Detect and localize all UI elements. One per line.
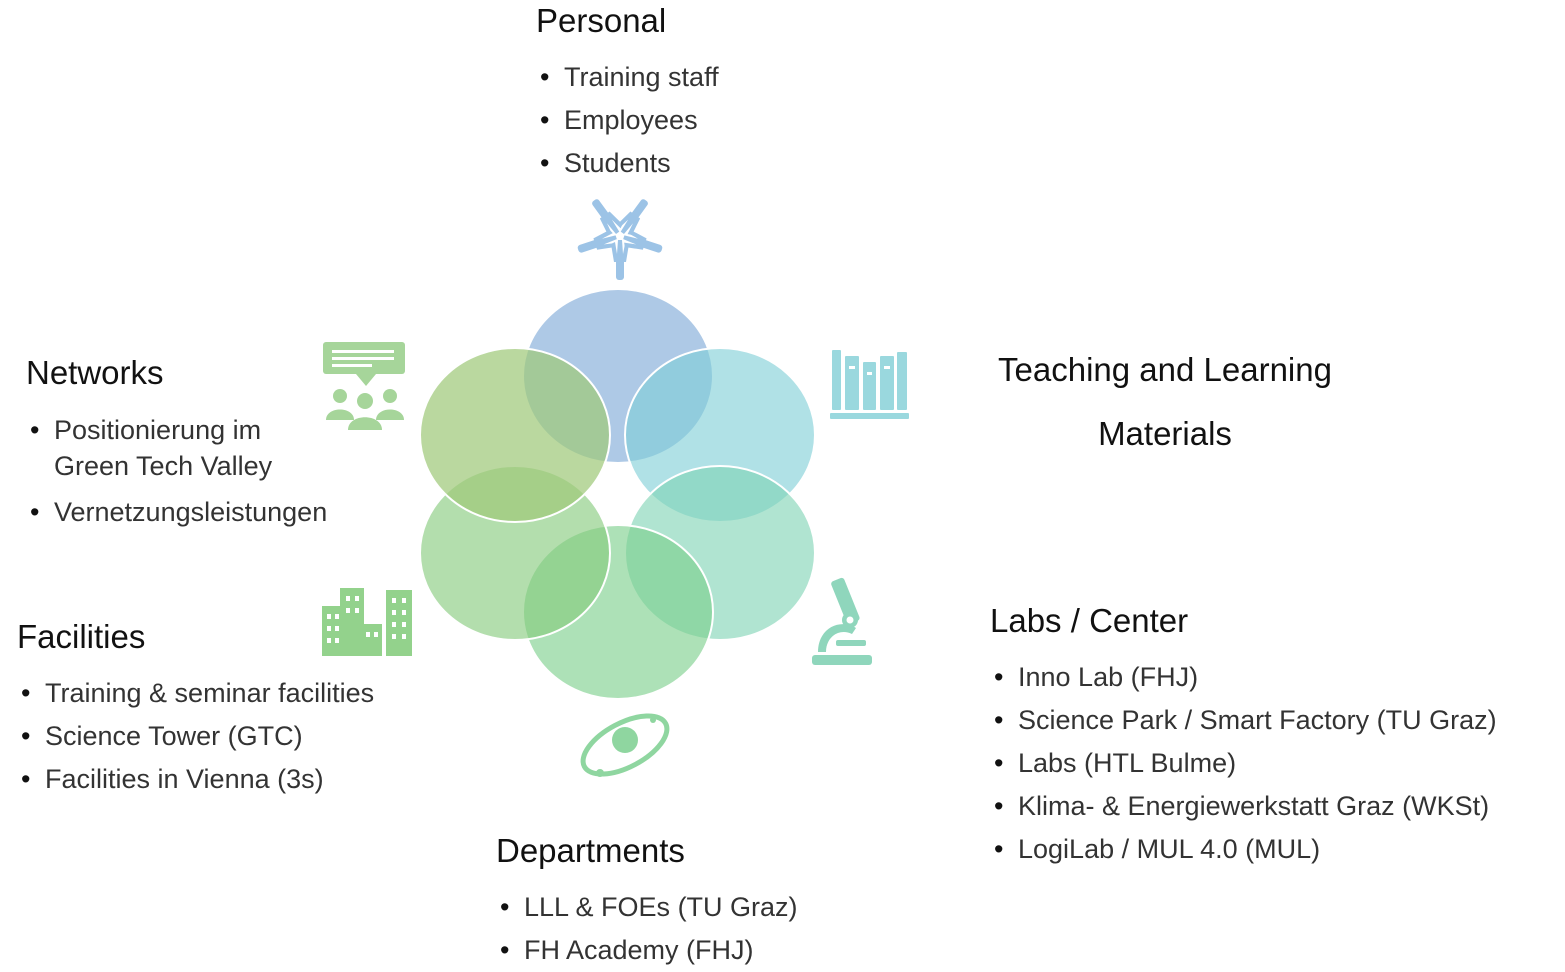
list-item: Science Tower (GTC) [17,715,374,758]
section-teaching: Teaching and Learning Materials [970,338,1360,466]
section-networks: Networks Positionierung im Green Tech Va… [26,354,327,534]
list-item: Vernetzungsleistungen [26,491,327,534]
section-labs: Labs / Center Inno Lab (FHJ) Science Par… [990,602,1497,871]
list-item: Facilities in Vienna (3s) [17,758,374,801]
personal-list: Training staff Employees Students [536,56,719,185]
departments-list: LLL & FOEs (TU Graz) FH Academy (FHJ) [496,886,798,972]
personal-title: Personal [536,2,667,39]
list-item: FH Academy (FHJ) [496,929,798,972]
orbit-planet-icon [580,713,670,777]
departments-title: Departments [496,832,685,869]
section-facilities: Facilities Training & seminar facilities… [17,618,374,801]
list-item: Training & seminar facilities [17,672,374,715]
circle-networks [419,347,611,523]
list-item: LLL & FOEs (TU Graz) [496,886,798,929]
teaching-title-line2: Materials [1098,415,1232,452]
section-personal: Personal Training staff Employees Studen… [536,2,719,185]
list-item: Inno Lab (FHJ) [990,656,1497,699]
presentation-audience-icon [323,342,405,430]
list-item: Positionierung im Green Tech Valley [26,412,324,484]
microscope-icon [812,577,872,665]
facilities-list: Training & seminar facilities Science To… [17,672,374,801]
hands-circle-icon [577,199,663,280]
networks-list: Positionierung im Green Tech Valley Vern… [26,412,327,534]
list-item: Employees [536,99,719,142]
venn-circles [419,288,816,700]
list-item: LogiLab / MUL 4.0 (MUL) [990,828,1497,871]
labs-list: Inno Lab (FHJ) Science Park / Smart Fact… [990,656,1497,871]
facilities-title: Facilities [17,618,146,655]
city-buildings-icon [322,588,412,656]
books-shelf-icon [830,350,909,419]
teaching-title-line1: Teaching and Learning [998,351,1332,388]
list-item: Training staff [536,56,719,99]
list-item: Students [536,142,719,185]
list-item: Labs (HTL Bulme) [990,742,1497,785]
list-item: Science Park / Smart Factory (TU Graz) [990,699,1497,742]
list-item: Klima- & Energiewerkstatt Graz (WKSt) [990,785,1497,828]
labs-title: Labs / Center [990,602,1189,639]
section-departments: Departments LLL & FOEs (TU Graz) FH Acad… [496,832,798,972]
networks-title: Networks [26,354,164,391]
